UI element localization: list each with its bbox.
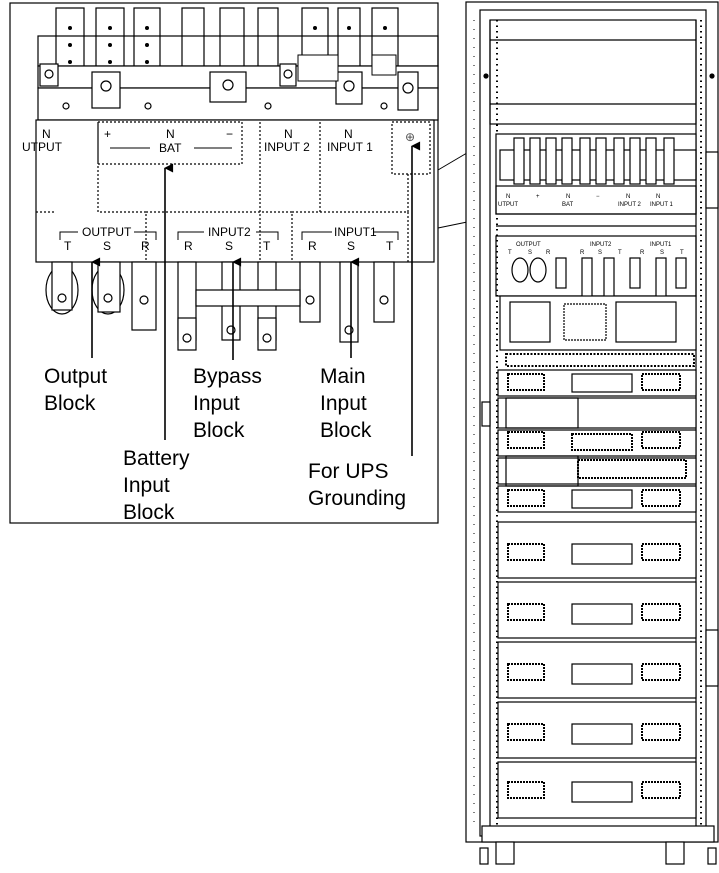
output-phase-s: S [103,239,111,253]
callout-battery-input-block: Battery Input Block [123,447,195,524]
label-n-output-n: N [42,127,51,141]
output-phase-t: T [64,239,72,253]
callout-bypass-input-block: Bypass Input Block [193,365,268,442]
input2-group-label: INPUT2 [208,225,251,239]
svg-text:R: R [640,250,645,256]
input1-phase-s: S [347,239,355,253]
output-group-label: OUTPUT [82,225,132,239]
svg-text:R: R [546,250,551,256]
callout-main-input-block: Main Input Block [320,365,373,442]
svg-text:T: T [618,250,622,256]
svg-text:UTPUT: UTPUT [498,202,518,208]
input2-phase-r: R [184,239,193,253]
callout-output-block: Output Block [44,365,113,415]
zoom-panel: N UTPUT + N − BAT N INPUT 2 N INPUT 1 ⊕ … [9,2,439,524]
input1-phase-t: T [386,239,394,253]
svg-text:N: N [656,194,660,200]
label-n-input1-n: N [344,127,353,141]
label-n-input1: INPUT 1 [327,140,373,154]
label-bat: BAT [159,141,182,155]
label-n-input2: INPUT 2 [264,140,310,154]
power-modules [497,369,697,819]
svg-text:T: T [680,250,684,256]
input1-phase-r: R [308,239,317,253]
input2-phase-t: T [263,239,271,253]
svg-text:−: − [596,194,600,200]
svg-text:INPUT 1: INPUT 1 [650,202,674,208]
callout-ups-grounding: For UPS Grounding [308,460,406,510]
svg-text:S: S [660,250,664,256]
svg-text:INPUT 2: INPUT 2 [618,202,642,208]
label-bat-minus: − [226,127,233,141]
svg-text:N: N [566,194,570,200]
label-bat-n: N [166,127,175,141]
label-bat-plus: + [104,127,111,141]
label-n-output-output: UTPUT [22,140,63,154]
svg-text:S: S [528,250,532,256]
cabinet-terminal-labels: N UTPUT + N − BAT N INPUT 2 N INPUT 1 OU… [498,194,684,256]
svg-text:N: N [506,194,510,200]
label-n-input2-n: N [284,127,293,141]
input1-group-label: INPUT1 [334,225,377,239]
svg-text:INPUT1: INPUT1 [650,242,672,248]
svg-text:OUTPUT: OUTPUT [516,242,541,248]
svg-text:R: R [580,250,585,256]
svg-text:+: + [536,194,540,200]
svg-text:BAT: BAT [562,202,574,208]
svg-text:S: S [598,250,602,256]
ground-symbol: ⊕ [405,130,415,144]
ups-cabinet [465,1,719,865]
svg-text:INPUT2: INPUT2 [590,242,612,248]
input2-phase-s: S [225,239,233,253]
svg-text:T: T [508,250,512,256]
svg-text:N: N [626,194,630,200]
output-phase-r: R [141,239,150,253]
